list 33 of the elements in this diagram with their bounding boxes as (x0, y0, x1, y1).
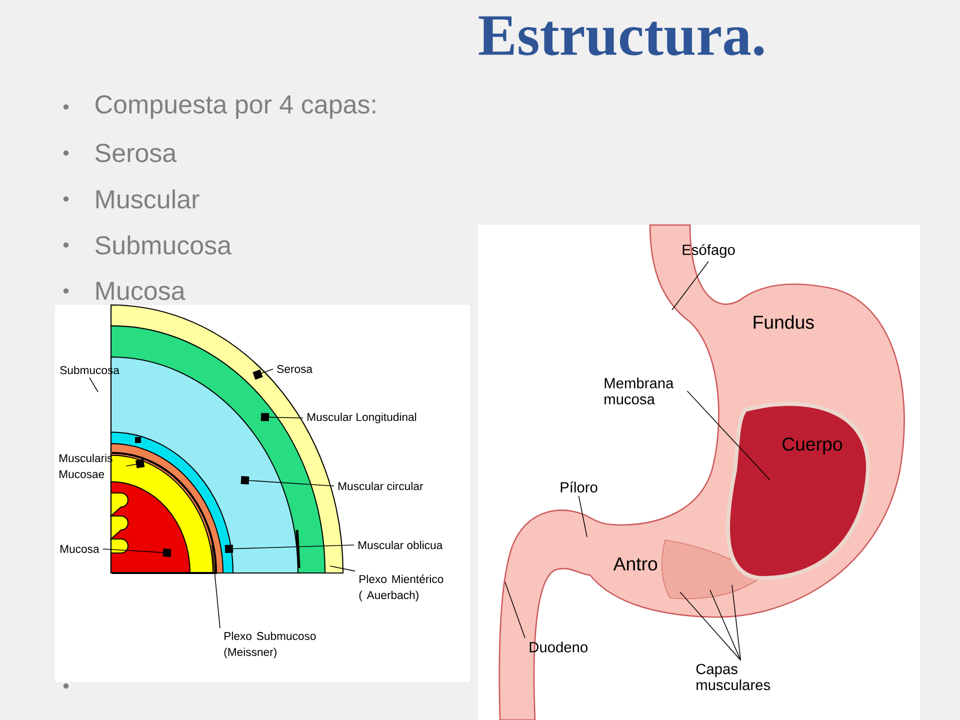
title: Estructura. (478, 16, 764, 56)
part-label: Muscular circular (338, 482, 424, 490)
bullet-item: Muscular (96, 189, 200, 209)
leader-line (672, 261, 709, 310)
part-label: Píloro (560, 482, 598, 492)
leader-line (578, 496, 588, 538)
part-label: Fundus (754, 315, 814, 329)
leader-line (732, 584, 741, 661)
leader-line (102, 548, 172, 557)
leader-line (212, 544, 220, 628)
bullet-item: Serosa (95, 144, 177, 162)
bullet-item: Mucosa (96, 282, 186, 300)
leader-line (504, 582, 526, 638)
leader-line (330, 566, 356, 572)
part-label: Capas musculares (696, 664, 770, 690)
leader-line (252, 368, 274, 380)
part-label: Cuerpo (782, 438, 842, 454)
leader-line (260, 413, 304, 422)
part-label: Plexo Mientérico ( Auerbach) (359, 574, 444, 602)
leader-line (680, 592, 741, 661)
part-label: Antro (613, 557, 658, 570)
part-label: Mucosa (60, 545, 100, 553)
leader-line (126, 459, 145, 468)
part-label: Membrana mucosa (604, 378, 674, 404)
bullet-item: Compuesta por 4 capas: (96, 95, 376, 119)
part-label: Plexo Submucoso (Meissner) (224, 632, 316, 658)
leader-line (686, 390, 770, 480)
part-label: Muscular Longitudinal (308, 412, 416, 424)
part-label: Serosa (277, 365, 312, 373)
bullet-item: Submucosa (95, 235, 232, 255)
leader-line (710, 590, 741, 661)
leader-line (89, 377, 98, 392)
part-label: Muscular oblicua (358, 540, 443, 550)
